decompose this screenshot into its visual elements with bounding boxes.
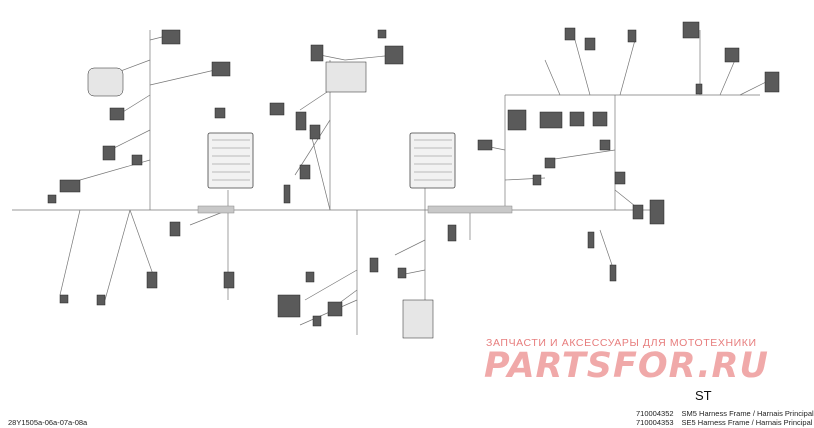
part-number: 710004352 xyxy=(636,409,674,418)
part-number-row: 710004352 SM5 Harness Frame / Harnais Pri… xyxy=(636,409,814,418)
part-number: 710004353 xyxy=(636,418,674,427)
watermark-subtitle: ЗАПЧАСТИ И АКСЕССУАРЫ ДЛЯ МОТОТЕХНИКИ xyxy=(486,337,757,349)
variant-label: ST xyxy=(695,388,712,403)
drawing-code: 28Y1505a-06a-07a-08a xyxy=(8,418,88,427)
part-description: SE5 Harness Frame / Harnais Principal xyxy=(681,418,813,427)
watermark-brand: PARTSFOR.RU xyxy=(484,346,769,386)
part-description: SM5 Harness Frame / Harnais Principal xyxy=(681,409,814,418)
part-number-row: 710004353 SE5 Harness Frame / Harnais Pri… xyxy=(636,418,812,427)
